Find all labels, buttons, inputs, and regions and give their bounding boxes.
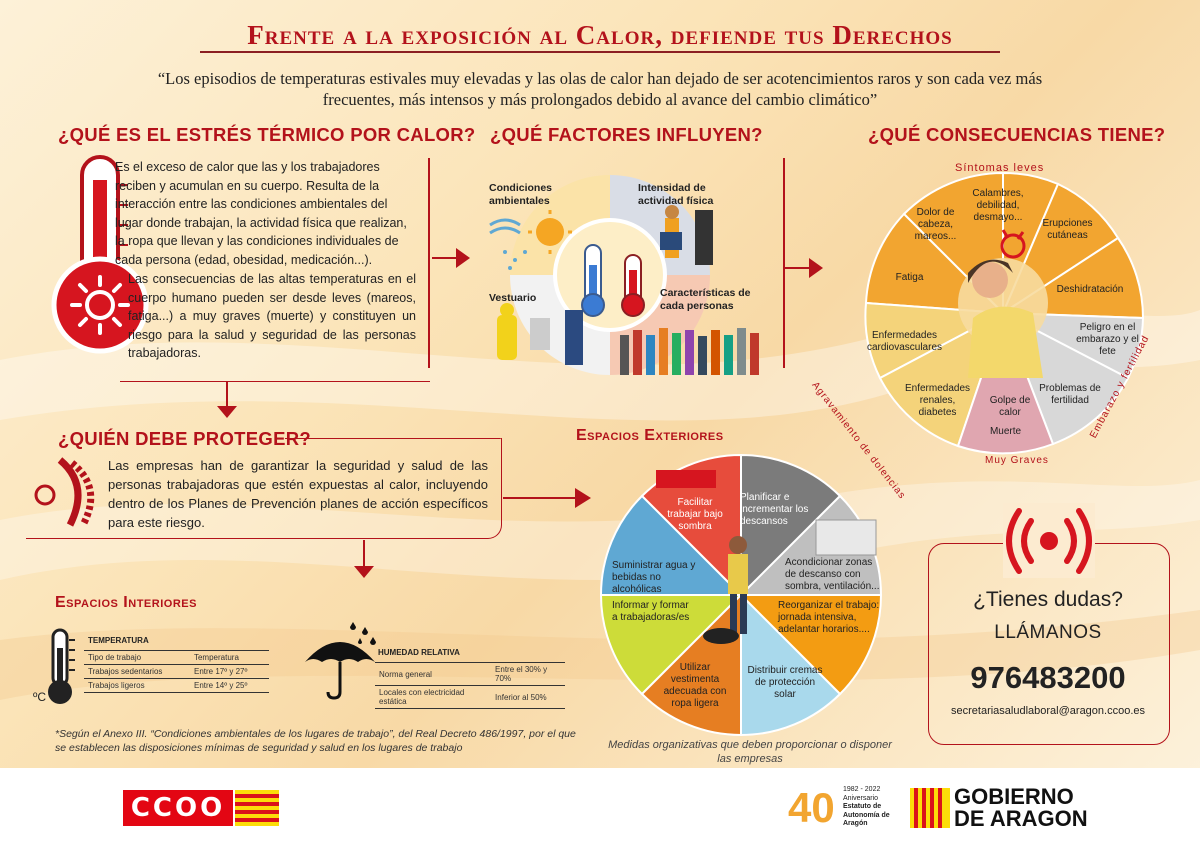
consecuencias-heading: ¿QUÉ CONSECUENCIAS TIENE? [868,124,1166,145]
factores-heading: ¿QUÉ FACTORES INFLUYEN? [490,124,763,145]
ext-cremas: Distribuir cremas de protección solar [747,665,823,700]
estres-paragraph-1: Es el exceso de calor que las y los trab… [115,160,407,267]
factor-intensidad-label: Intensidad de actividad física [638,182,714,207]
arrow-right-icon [432,248,470,268]
alarm-signal-icon [1003,503,1095,578]
seg-muerte: Muerte [989,426,1022,437]
estres-divider [428,158,430,368]
hum-cell: Entre el 30% y 70% [491,662,565,686]
ccoo-logo-text: CCOO [130,793,226,823]
ext-vestimenta: Utilizar vestimenta adecuada con ropa li… [663,662,727,709]
arrow-down-icon-2 [354,540,374,578]
hum-cell: Norma general [375,662,492,686]
aniv-line4: Aragón [843,820,868,827]
seg-cardiovasculares: Enfermedades cardiovasculares [866,330,943,353]
estres-bottom-line [120,381,430,382]
hum-cell: Locales con electricidad estática [375,685,492,709]
temp-cell: Entre 14º y 25º [189,678,269,693]
factores-divider [783,158,785,368]
estres-paragraph-2: Las consecuencias de las altas temperatu… [128,272,416,360]
celsius-label: ºC [33,690,47,704]
umbrella-icon [305,622,376,700]
seg-erupciones: Erupciones cutáneas [1042,218,1093,241]
temp-cell: Temperatura [189,650,269,665]
heat-waves-icon [34,457,95,527]
gobierno-aragon-logo: GOBIERNO DE ARAGON [954,786,1088,830]
contact-call: LLÁMANOS [994,622,1102,643]
footnote: *Según el Anexo III. “Condiciones ambien… [55,728,576,754]
arc-muy-graves: Muy Graves [985,455,1049,466]
seg-fatiga: Fatiga [895,272,924,283]
proteger-heading: ¿QUIÉN DEBE PROTEGER? [58,428,311,449]
anniversary-logo: 40 [788,785,838,831]
seg-calambres: Calambres, debilidad, desmayo... [972,188,1024,223]
arc-sintomas-leves: Síntomas leves [955,162,1045,174]
aniv-line2: Estatuto de [843,803,882,810]
temp-cell: Entre 17º y 27º [189,664,269,679]
ext-zonas: Acondicionar zonas de descanso con sombr… [785,557,880,592]
hum-table-title: HUMEDAD RELATIVA [378,648,460,657]
aragon-flag-icon [235,790,279,826]
arrow-right-icon-2 [785,258,823,278]
temp-cell: Tipo de trabajo [84,650,190,665]
seg-golpe-calor: Golpe de calor [989,395,1031,418]
proteger-frame [26,438,502,539]
title-underline [200,51,1000,53]
intro-quote: “Los episodios de temperaturas estivales… [157,69,1043,109]
factores-diagram [489,175,759,375]
seg-renales: Enfermedades renales, diabetes [904,383,971,418]
gob-line2: DE ARAGON [954,806,1088,831]
seg-dolor-cabeza: Dolor de cabeza, mareos... [914,207,957,242]
temp-table-title: TEMPERATURA [88,636,149,645]
aniv-years: 1982 - 2022 [843,786,881,793]
arrow-right-icon-3 [503,488,591,508]
aragon-emblem-icon [910,788,950,828]
temp-cell: Trabajos ligeros [84,678,190,693]
thermometer-icon [51,155,149,354]
aniv-line3: Autonomía de [843,811,890,819]
estres-heading: ¿QUÉ ES EL ESTRÉS TÉRMICO POR CALOR? [58,124,476,145]
consecuencias-wheel [864,171,1145,455]
small-thermometer-icon [48,628,75,704]
exteriores-wheel [599,453,883,737]
anniversary-text: 1982 - 2022 Aniversario Estatuto de Auto… [843,786,890,829]
ext-agua: Suministrar agua y bebidas no alcohólica… [612,560,696,595]
page-title: Frente a la exposición al Calor, defiend… [0,20,1200,53]
seg-fertilidad: Problemas de fertilidad [1039,383,1101,406]
seg-deshidratacion: Deshidratación [1056,284,1124,295]
arrow-down-icon [217,382,237,418]
anniversary-number: 40 [788,784,835,831]
aniv-line1: Aniversario [843,794,879,802]
exteriores-heading: Espacios Exteriores [576,427,724,444]
page-title-text: Frente a la exposición al Calor, defiend… [247,20,953,50]
factor-caracteristicas-label: Características de cada personas [660,287,751,312]
ext-reorganizar: Reorganizar el trabajo: jornada intensiv… [778,600,880,635]
proteger-frame-top [285,438,501,439]
contact-phone[interactable]: 976483200 [970,660,1126,695]
factor-condiciones-label: Condiciones ambientales [489,182,553,207]
ccoo-logo: CCOO [123,790,233,826]
ext-sombra: Facilitar trabajar bajo sombra [667,497,723,532]
temp-cell: Trabajos sedentarios [84,664,190,679]
seg-embarazo: Peligro en el embarazo y el fete [1076,322,1139,357]
ext-caption: Medidas organizativas que deben proporci… [608,739,892,765]
factor-vestuario-label: Vestuario [489,292,537,304]
contact-question: ¿Tienes dudas? [973,588,1123,611]
ext-informar: Informar y formar a trabajadoras/es [612,600,690,623]
ext-descansos: Planificar e incrementar los descansos [740,492,809,527]
hum-cell: Inferior al 50% [491,685,565,709]
interiores-heading: Espacios Interiores [55,594,197,611]
gob-line1: GOBIERNO [954,784,1074,809]
proteger-text: Las empresas han de garantizar la seguri… [108,458,488,530]
contact-email[interactable]: secretariasaludlaboral@aragon.ccoo.es [951,705,1145,717]
